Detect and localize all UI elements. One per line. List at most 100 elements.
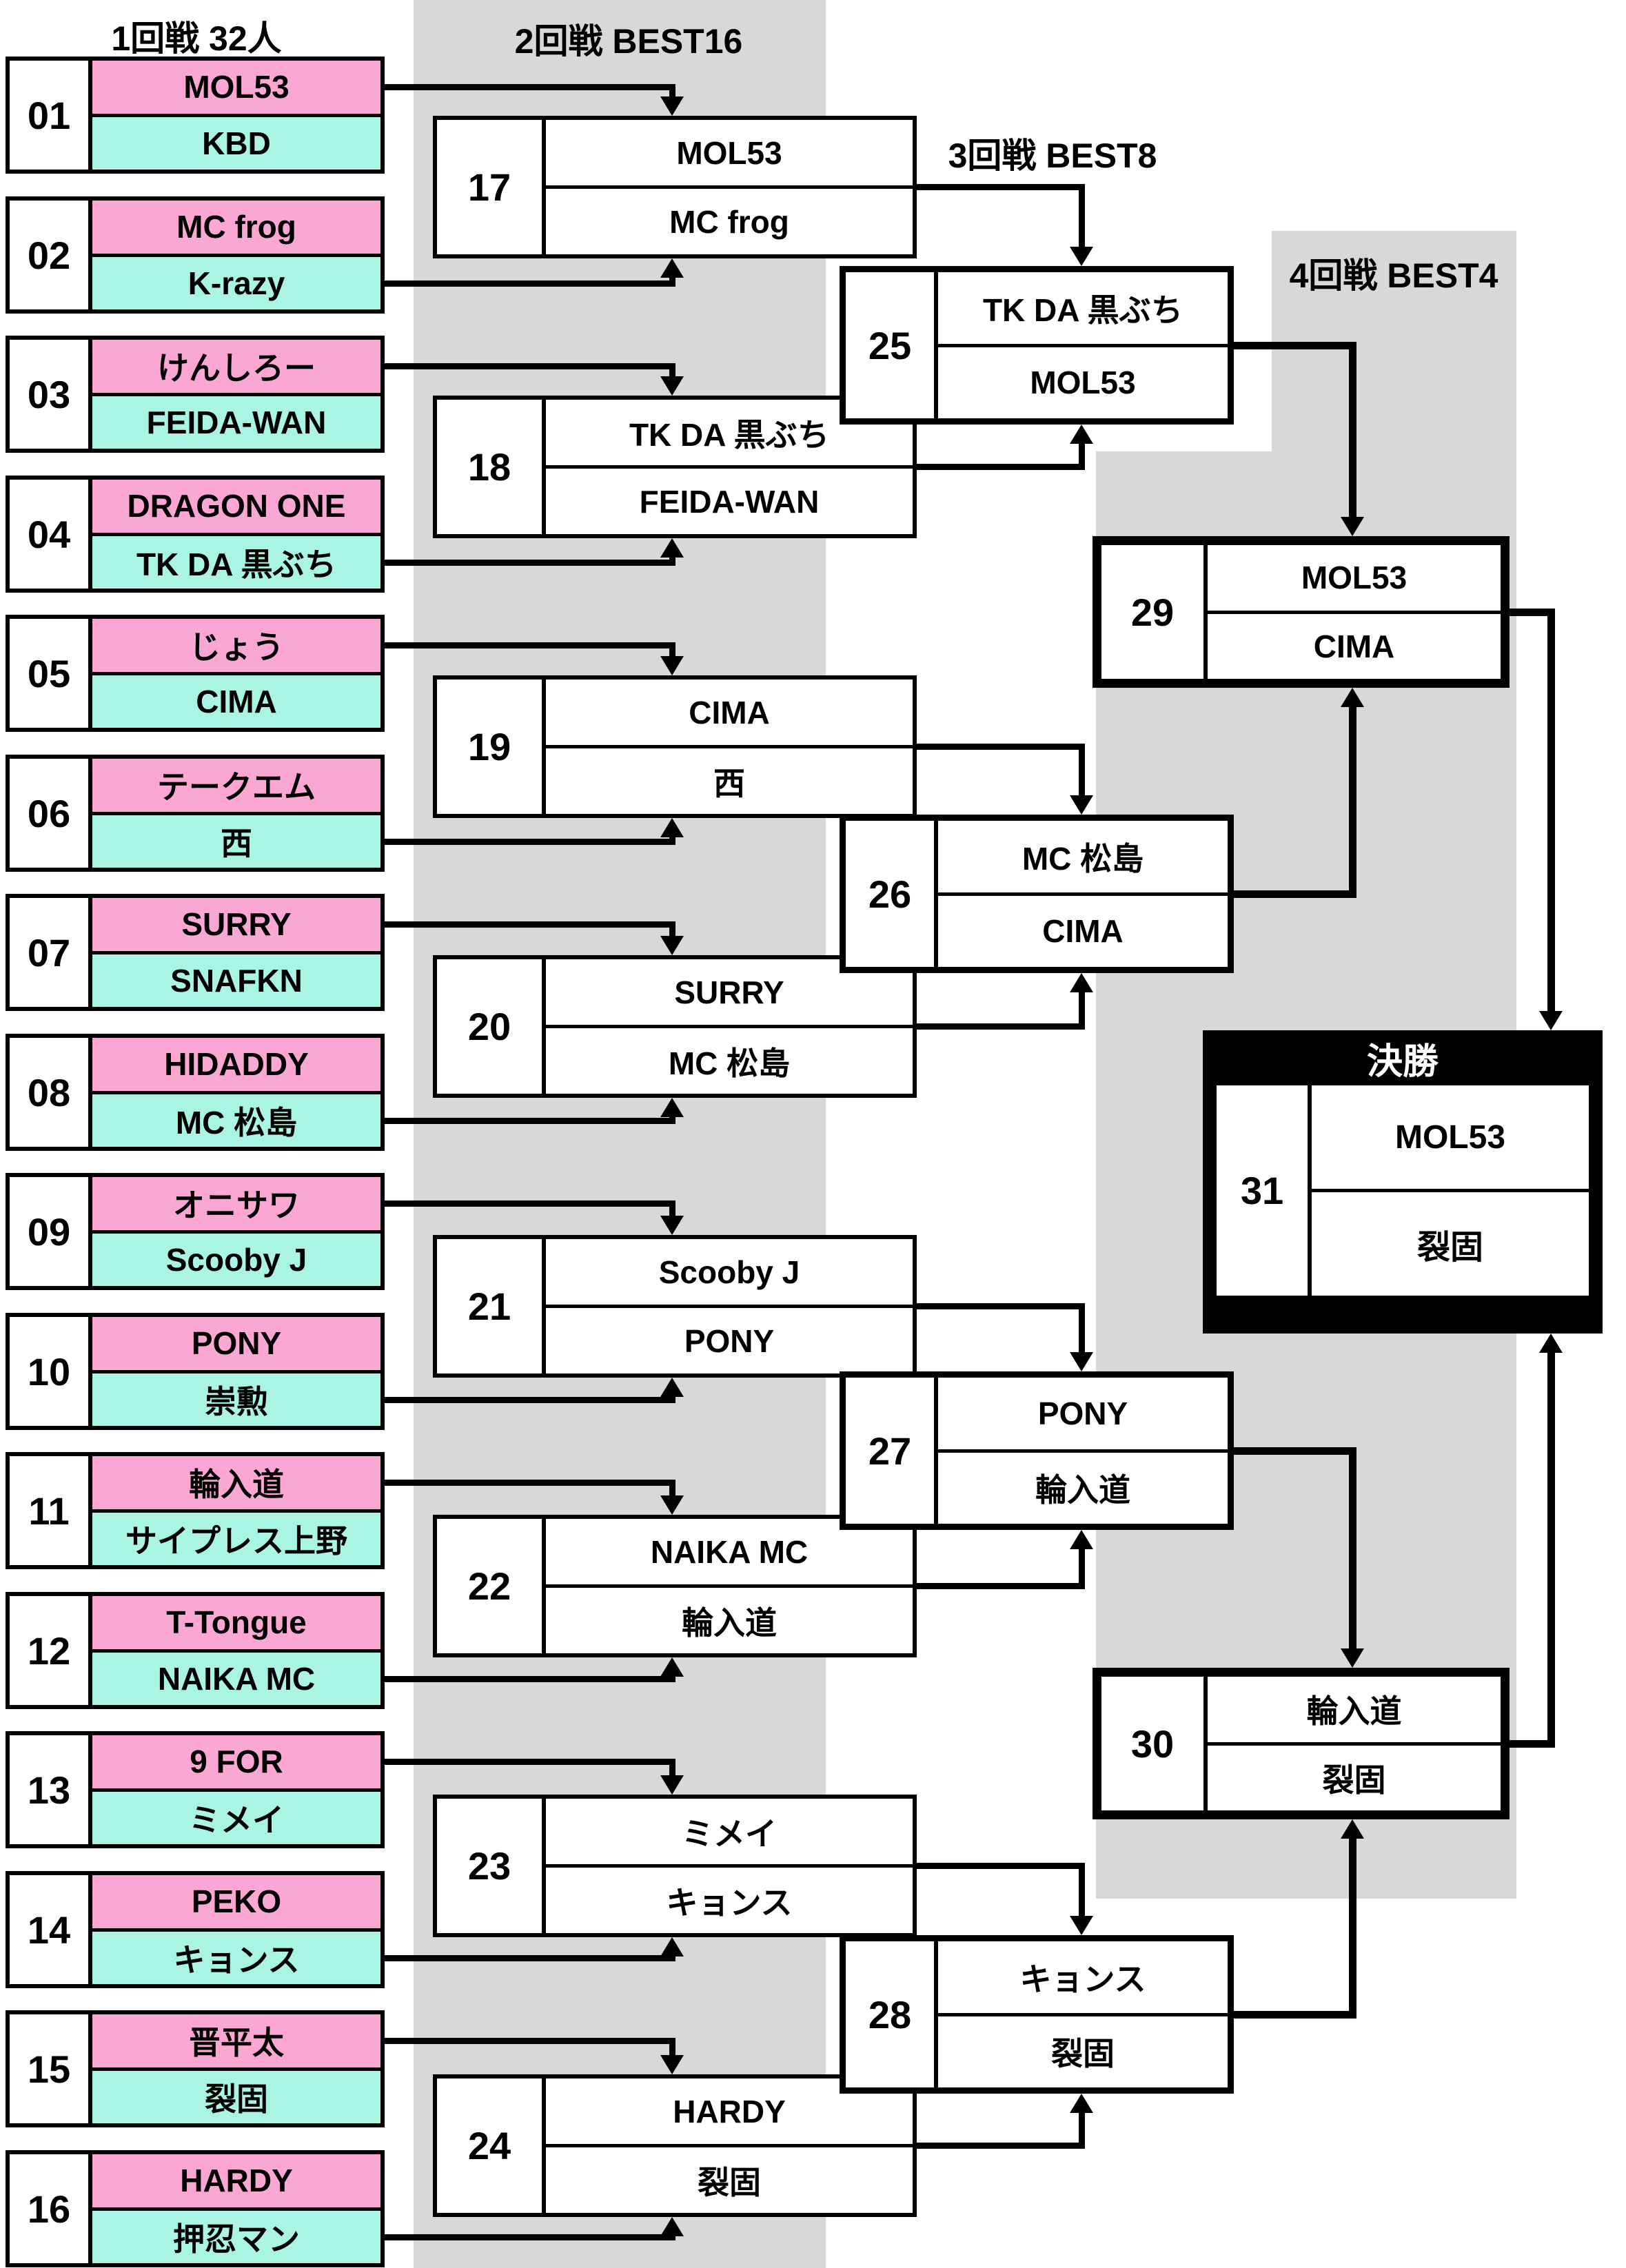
player-name-bottom: 崇勲 <box>92 1369 380 1426</box>
match-box-19: 19 CIMA 西 <box>433 675 917 818</box>
connector-line <box>669 556 675 562</box>
connector-line <box>380 642 675 648</box>
match-number: 27 <box>846 1378 938 1524</box>
player-name-top: SURRY <box>674 974 784 1010</box>
player-name-bottom: 輪入道 <box>546 1584 913 1653</box>
connector-line <box>1078 2112 1085 2145</box>
player-name-bottom: キョンス <box>92 1928 380 1984</box>
connector-line <box>669 645 675 657</box>
arrow-up-icon <box>1070 425 1093 444</box>
player-name-bottom: CIMA <box>92 671 380 728</box>
connector-line <box>380 83 675 90</box>
player-name-top: T-Tongue <box>92 1596 380 1649</box>
match-number: 26 <box>846 821 938 967</box>
arrow-down-icon <box>660 1775 684 1795</box>
match-number: 19 <box>437 680 546 814</box>
connector-line <box>1547 1351 1555 1744</box>
connector-line <box>913 463 1085 470</box>
player-name-top: じょう <box>92 619 380 672</box>
round4-header: 4回戦 BEST4 <box>1289 256 1498 295</box>
player-name-top: CIMA <box>689 694 770 731</box>
match-players: ミメイキョンス <box>546 1799 913 1933</box>
player-name-bottom: SNAFKN <box>92 950 380 1007</box>
player-name-top: HARDY <box>92 2154 380 2207</box>
match-number: 25 <box>846 272 938 418</box>
player-name-top: PONY <box>92 1317 380 1370</box>
connector-line <box>669 276 675 283</box>
connector-line <box>669 1761 675 1777</box>
connector-line <box>1505 1739 1555 1748</box>
connector-line <box>913 1302 1085 1309</box>
connector-line <box>380 362 675 369</box>
player-name-top: MOL53 <box>92 61 380 114</box>
match-number: 18 <box>437 400 546 534</box>
player-name-top: MOL53 <box>676 134 782 171</box>
player-name-bottom: 西 <box>92 811 380 868</box>
player-name-bottom: KBD <box>92 113 380 170</box>
arrow-down-icon <box>1070 247 1093 266</box>
player-name-top: HARDY <box>673 2093 786 2129</box>
match-number: 09 <box>10 1177 92 1286</box>
player-name-bottom: FEIDA-WAN <box>546 465 913 534</box>
connector-line <box>380 280 675 287</box>
arrow-up-icon <box>1341 688 1364 707</box>
arrow-up-icon <box>660 1937 684 1957</box>
connector-line <box>913 1023 1085 1030</box>
connector-line <box>1348 345 1356 518</box>
match-number: 16 <box>10 2154 92 2263</box>
match-number: 12 <box>10 1596 92 1705</box>
player-name-bottom: キョンス <box>546 1864 913 1933</box>
match-number: 30 <box>1101 1677 1208 1810</box>
connector-line <box>669 1396 675 1400</box>
player-name-top: ミメイ <box>682 1815 777 1852</box>
final-header: 決勝 <box>1366 1041 1439 1082</box>
match-number: 22 <box>437 1519 546 1653</box>
player-name-bottom: 西 <box>546 745 913 814</box>
round1-header: 1回戦 32人 <box>111 19 282 58</box>
connector-line <box>669 1955 675 1958</box>
match-number: 23 <box>437 1799 546 1933</box>
player-name-bottom: 輪入道 <box>938 1449 1228 1524</box>
player-name-top: DRAGON ONE <box>92 480 380 533</box>
arrow-up-icon <box>1070 2094 1093 2113</box>
match-number: 13 <box>10 1735 92 1844</box>
connector-line <box>913 1862 1085 1869</box>
arrow-up-icon <box>660 1657 684 1677</box>
connector-line <box>1348 1451 1356 1650</box>
arrow-up-icon <box>660 1378 684 1397</box>
match-number: 02 <box>10 201 92 309</box>
connector-line <box>380 1758 675 1765</box>
match-number: 01 <box>10 61 92 170</box>
match-number: 07 <box>10 898 92 1007</box>
match-players: PONY 輪入道 <box>938 1378 1228 1524</box>
match-players: CIMA 西 <box>546 680 913 814</box>
player-name-top: MOL53 <box>1394 1118 1506 1156</box>
player-name-top: PONY <box>1037 1395 1128 1431</box>
connector-line <box>1230 2010 1356 2019</box>
connector-line <box>1078 442 1085 467</box>
match-number: 08 <box>10 1038 92 1147</box>
player-name-bottom: PONY <box>546 1305 913 1373</box>
connector-line <box>1505 608 1555 616</box>
